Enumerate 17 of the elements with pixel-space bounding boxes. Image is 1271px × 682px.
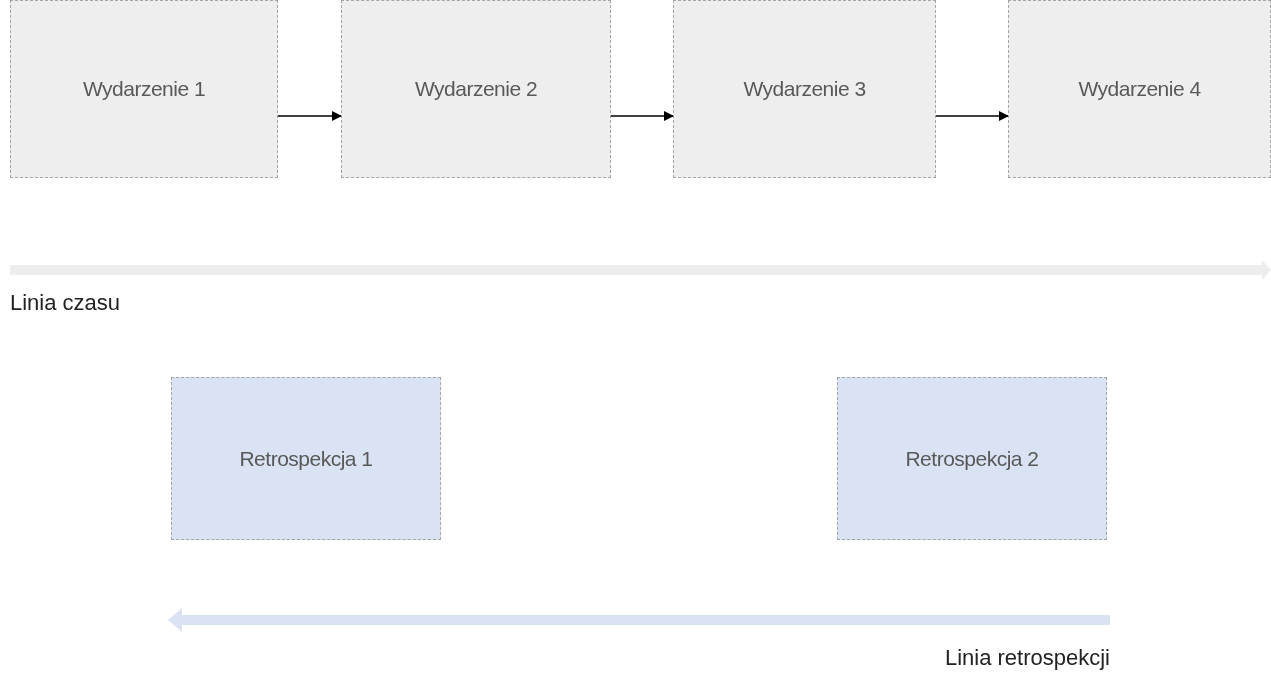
node-label: Wydarzenie 4 — [1078, 77, 1201, 101]
axis-label: Linia retrospekcji — [944, 645, 1110, 671]
event-box — [10, 0, 278, 178]
flashback-box — [837, 377, 1107, 540]
event-box — [341, 0, 611, 178]
arrow — [935, 111, 1009, 121]
event-box — [1008, 0, 1271, 178]
node-label: Wydarzenie 2 — [414, 77, 538, 101]
arrow — [610, 111, 674, 121]
flashback-box — [171, 377, 441, 540]
arrow — [277, 111, 342, 121]
node-label: Wydarzenie 1 — [82, 77, 206, 101]
event-box — [673, 0, 936, 178]
axis-label: Linia czasu — [10, 290, 121, 316]
node-label: Retrospekcja 1 — [239, 446, 373, 471]
node-label: Retrospekcja 2 — [905, 446, 1039, 471]
node-label: Wydarzenie 3 — [743, 77, 866, 101]
